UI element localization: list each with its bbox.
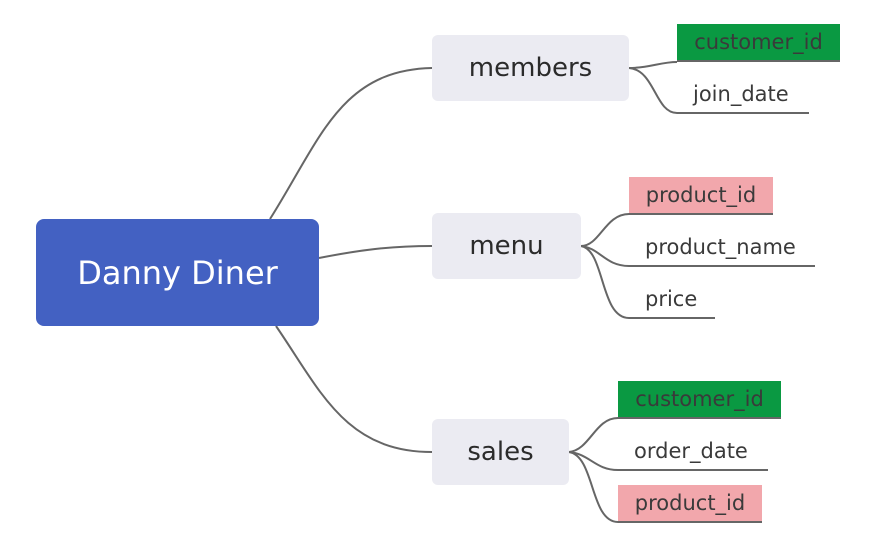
- table-node-members[interactable]: members: [432, 35, 629, 101]
- table-node-sales[interactable]: sales: [432, 419, 569, 485]
- connector-members-customer-id: [628, 61, 678, 69]
- field-members-customer-id[interactable]: customer_id: [677, 24, 840, 62]
- field-menu-price[interactable]: price: [629, 281, 715, 319]
- connector-sales-product-id: [568, 451, 619, 523]
- connector-root-members: [269, 67, 433, 220]
- field-sales-product-id[interactable]: product_id: [618, 485, 762, 523]
- table-node-menu[interactable]: menu: [432, 213, 581, 279]
- field-members-join-date[interactable]: join_date: [677, 76, 809, 114]
- connector-menu-price: [580, 245, 630, 319]
- field-sales-customer-id[interactable]: customer_id: [618, 381, 781, 419]
- field-menu-product-name[interactable]: product_name: [629, 229, 815, 267]
- connector-root-menu: [318, 245, 433, 259]
- connector-sales-customer-id: [568, 417, 619, 453]
- root-node-danny-diner[interactable]: Danny Diner: [36, 219, 319, 326]
- connector-menu-product-id: [580, 213, 630, 247]
- connector-members-join-date: [628, 67, 678, 114]
- field-sales-order-date[interactable]: order_date: [618, 433, 768, 471]
- field-menu-product-id[interactable]: product_id: [629, 177, 773, 215]
- connector-root-sales: [275, 325, 433, 453]
